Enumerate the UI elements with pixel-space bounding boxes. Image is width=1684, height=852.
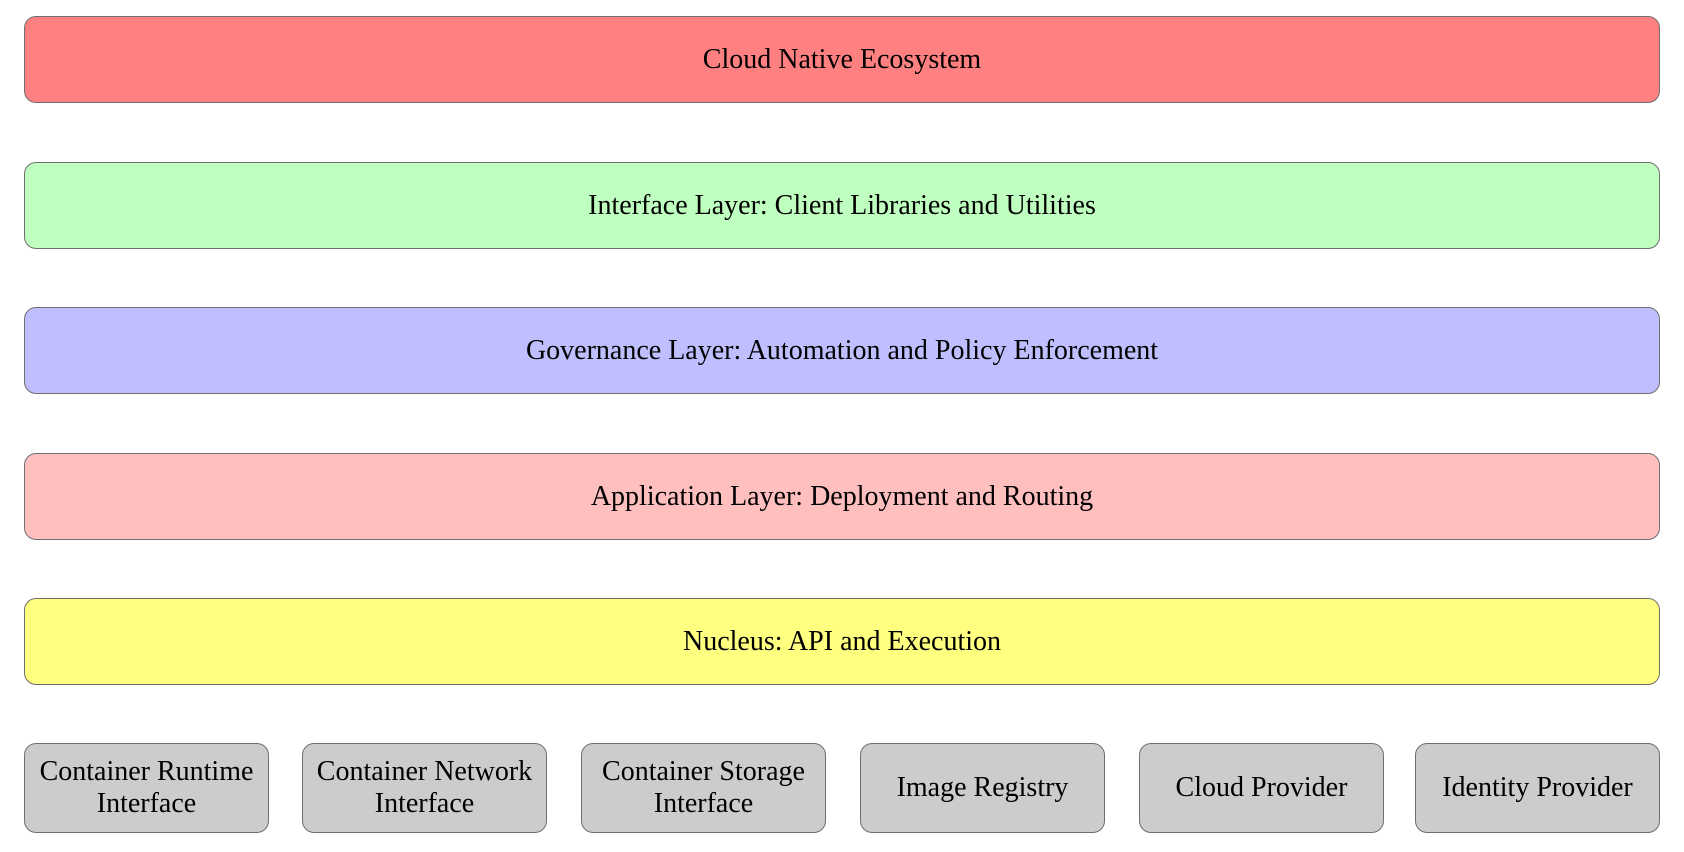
- foundation-components-row: Container Runtime Interface Container Ne…: [24, 743, 1660, 833]
- layer-cloud-native-ecosystem: Cloud Native Ecosystem: [24, 16, 1660, 103]
- component-identity-provider: Identity Provider: [1415, 743, 1660, 833]
- layer-label: Application Layer: Deployment and Routin…: [590, 480, 1094, 512]
- layer-label: Nucleus: API and Execution: [682, 625, 1002, 657]
- layer-application: Application Layer: Deployment and Routin…: [24, 453, 1660, 540]
- layer-label: Interface Layer: Client Libraries and Ut…: [588, 189, 1096, 221]
- component-cloud-provider: Cloud Provider: [1139, 743, 1384, 833]
- component-image-registry: Image Registry: [860, 743, 1105, 833]
- layer-label: Governance Layer: Automation and Policy …: [525, 334, 1159, 366]
- layer-governance: Governance Layer: Automation and Policy …: [24, 307, 1660, 394]
- layer-label: Cloud Native Ecosystem: [702, 43, 982, 75]
- component-container-storage-interface: Container Storage Interface: [581, 743, 826, 833]
- layer-interface: Interface Layer: Client Libraries and Ut…: [24, 162, 1660, 249]
- layer-nucleus: Nucleus: API and Execution: [24, 598, 1660, 685]
- component-container-runtime-interface: Container Runtime Interface: [24, 743, 269, 833]
- component-container-network-interface: Container Network Interface: [302, 743, 547, 833]
